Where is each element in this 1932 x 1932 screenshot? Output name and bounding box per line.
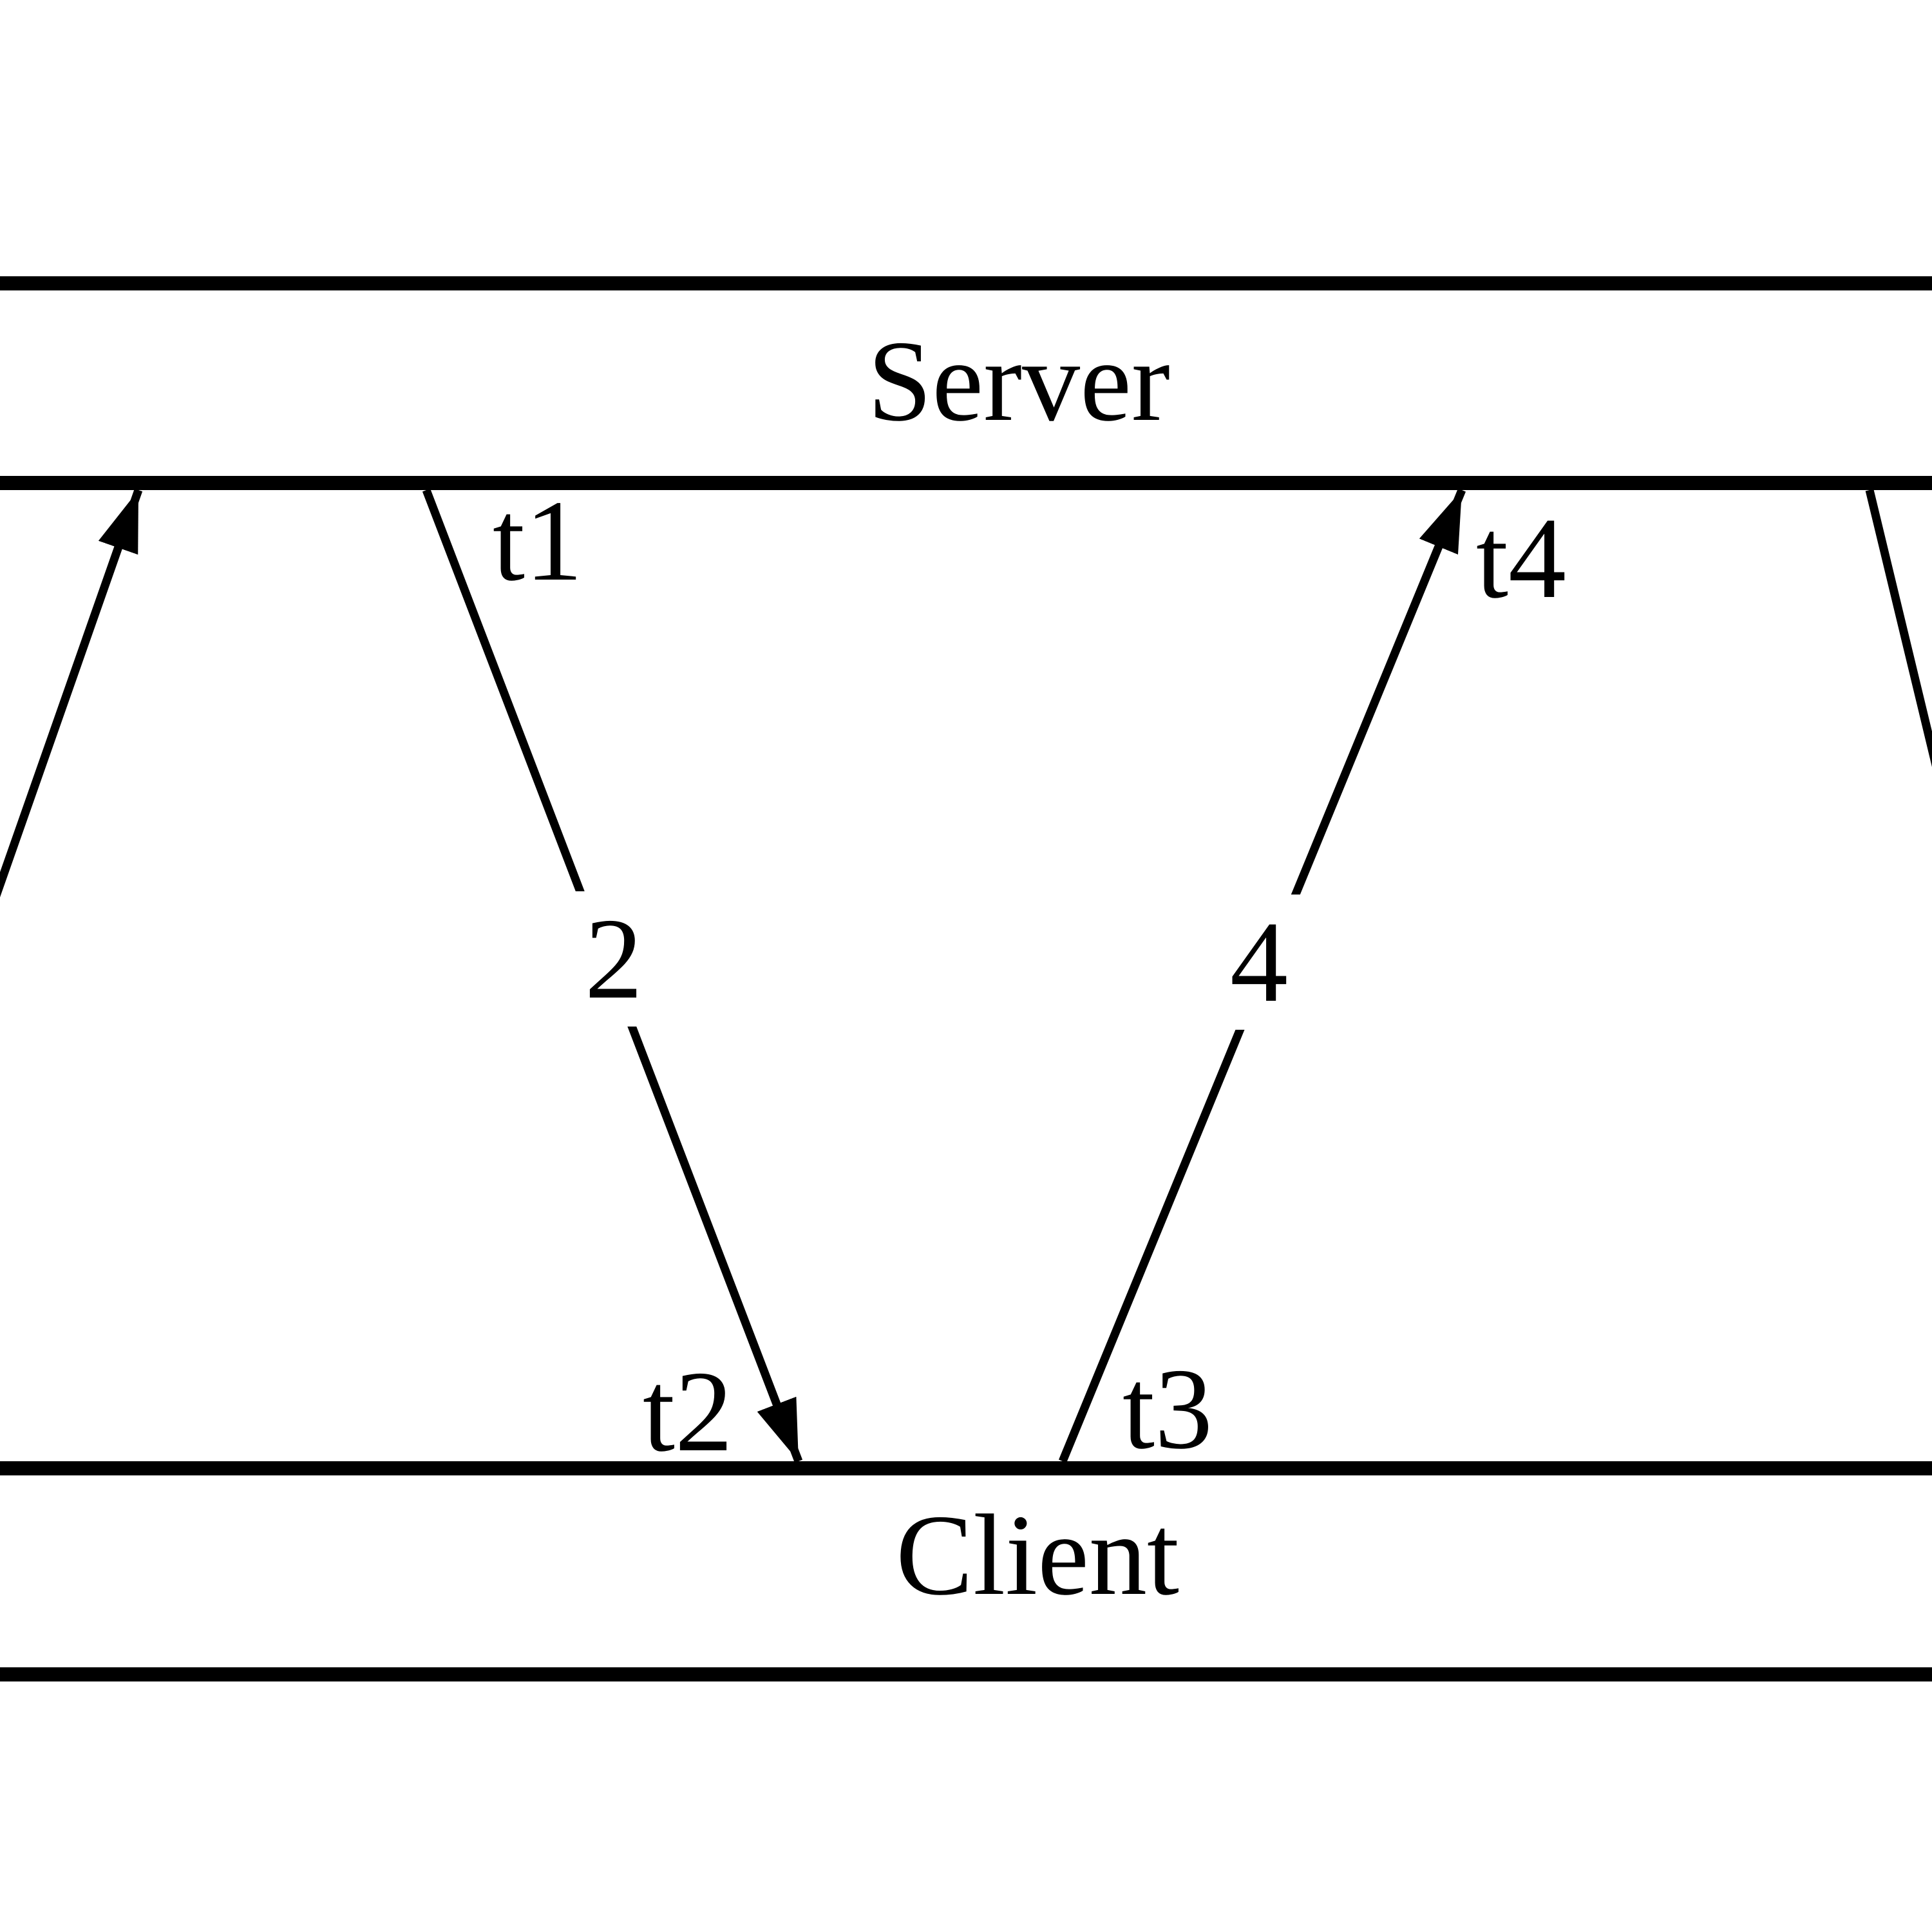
partial-arrow-right — [1865, 489, 1932, 767]
message-2-label-halo — [553, 891, 675, 1027]
timestamp-t3-label: t3 — [1122, 1345, 1213, 1473]
message-4: 4 t3 t4 — [1058, 488, 1566, 1473]
client-lane: Client — [0, 1461, 1932, 1681]
message-2-label: 2 — [585, 895, 643, 1023]
message-4-label-halo — [1198, 895, 1320, 1030]
server-lane-label: Server — [867, 317, 1170, 445]
partial-arrow-left-shaft — [0, 488, 143, 898]
timestamp-t4-label: t4 — [1476, 494, 1566, 622]
message-2: 2 t1 t2 — [422, 477, 803, 1475]
message-4-label: 4 — [1230, 898, 1288, 1026]
server-lane: Server — [0, 276, 1932, 490]
partial-arrow-right-shaft — [1865, 489, 1932, 767]
timestamp-t1-label: t1 — [493, 477, 583, 605]
partial-arrow-left — [0, 488, 143, 898]
timestamp-t2-label: t2 — [643, 1347, 733, 1475]
client-lane-label: Client — [896, 1491, 1179, 1619]
